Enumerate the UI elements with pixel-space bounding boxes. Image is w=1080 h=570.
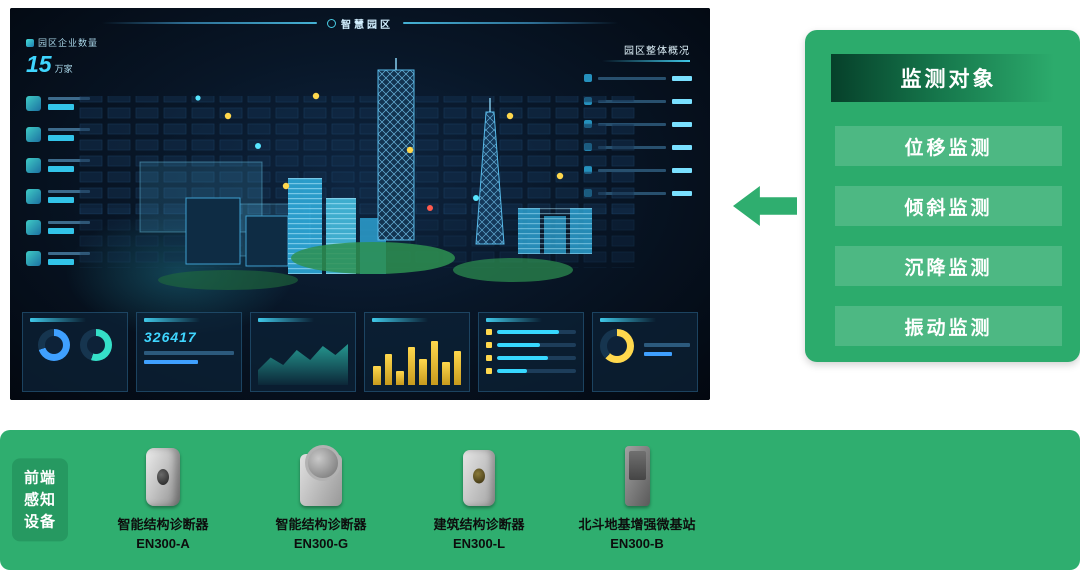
device-name: 建筑结构诊断器 [433,517,525,532]
logo-icon [327,18,336,28]
device-model: EN300-L [452,536,506,551]
list-panel [478,312,584,392]
left-stat-list [26,96,90,266]
metric-panel: 326417 [136,312,242,392]
panel-header-monitoring-objects: 监测对象 [831,54,1066,102]
dashboard-title-text: 智慧园区 [341,19,393,31]
device-bar-label-line: 设备 [24,512,57,530]
device-image-en300-l [463,450,495,506]
menu-item-vibration-monitoring[interactable]: 振动监测 [835,306,1062,346]
device-list: 智能结构诊断器 EN300-A 智能结构诊断器 EN300-G 建筑结构诊断器 … [84,438,716,551]
dashboard-header: 智慧园区 [10,13,710,33]
stat-row [26,189,90,204]
device-en300-b: 北斗地基增强微基站 EN300-B [558,438,716,551]
device-image-en300-a [146,448,180,506]
device-en300-l: 建筑结构诊断器 EN300-L [400,438,558,551]
city-3d-view [78,58,638,290]
device-model: EN300-B [610,536,664,551]
menu-item-settlement-monitoring[interactable]: 沉降监测 [835,246,1062,286]
enterprise-count-unit: 万家 [54,64,73,74]
overview-heading: 园区整体概况 [602,42,690,62]
gauge-panel [22,312,128,392]
donut-panel [592,312,698,392]
bar-chart-panel [364,312,470,392]
gauge-ring [80,329,112,361]
stat-row [26,127,90,142]
enterprise-count-label: 园区企业数量 [26,36,98,49]
device-bar-label: 前端 感知 设备 [12,458,69,542]
header-line-left [102,22,317,24]
enterprise-count-value: 15 [26,51,52,77]
device-bar-label-line: 前端 [24,469,57,487]
device-image-en300-g [300,445,342,506]
menu-item-tilt-monitoring[interactable]: 倾斜监测 [835,186,1062,226]
overview-heading-text: 园区整体概况 [624,46,690,57]
stat-row [584,74,692,82]
area-chart [258,344,348,385]
monitoring-panel: 监测对象 位移监测 倾斜监测 沉降监测 振动监测 [805,30,1080,362]
metric-value: 326417 [144,329,197,345]
device-en300-a: 智能结构诊断器 EN300-A [84,438,242,551]
left-arrow [733,186,797,226]
device-en300-g: 智能结构诊断器 EN300-G [242,438,400,551]
header-line-right [403,22,618,24]
stat-row [26,96,90,111]
device-name: 北斗地基增强微基站 [578,517,696,532]
overview-underline [602,60,690,62]
device-bar-label-line: 感知 [24,491,57,509]
dashboard-title: 智慧园区 [327,16,393,31]
area-chart-panel [250,312,356,392]
device-name: 智能结构诊断器 [275,517,367,532]
stat-row [26,220,90,235]
front-end-device-bar: 前端 感知 设备 智能结构诊断器 EN300-A 智能结构诊断器 EN300-G… [0,430,1080,570]
device-name: 智能结构诊断器 [117,517,209,532]
bar-chart [373,337,461,385]
dashboard-bottom-panels: 326417 [22,312,698,392]
gauge-ring [38,329,70,361]
device-image-en300-b [624,446,650,506]
stat-row [26,251,90,266]
stat-row [26,158,90,173]
menu-item-displacement-monitoring[interactable]: 位移监测 [835,126,1062,166]
device-model: EN300-G [293,536,349,551]
gauge-ring [600,329,634,363]
device-model: EN300-A [136,536,190,551]
